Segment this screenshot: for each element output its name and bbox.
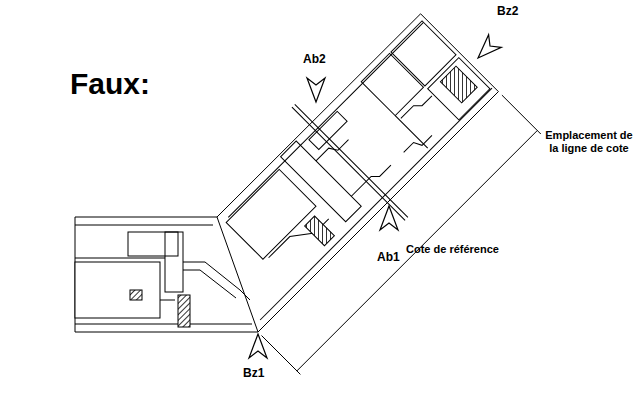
dimension-line — [262, 95, 541, 374]
profile-outline — [75, 14, 498, 332]
heading: Faux: — [70, 66, 150, 102]
note-text: Cote de référence — [406, 243, 499, 256]
inclined-profile — [189, 17, 492, 320]
ab1-pointer — [380, 206, 398, 230]
ab2-pointer — [307, 78, 325, 102]
note-text: Emplacement de la ligne de cote — [543, 129, 635, 155]
section-mark: Bz2 — [497, 4, 518, 18]
bz2-pointer — [472, 35, 502, 65]
section-mark: Ab2 — [303, 52, 326, 66]
section-mark: Ab1 — [377, 250, 400, 264]
section-mark: Bz1 — [243, 366, 264, 380]
reference-line — [292, 104, 408, 220]
left-frame — [75, 225, 252, 327]
bz1-pointer — [249, 334, 267, 358]
